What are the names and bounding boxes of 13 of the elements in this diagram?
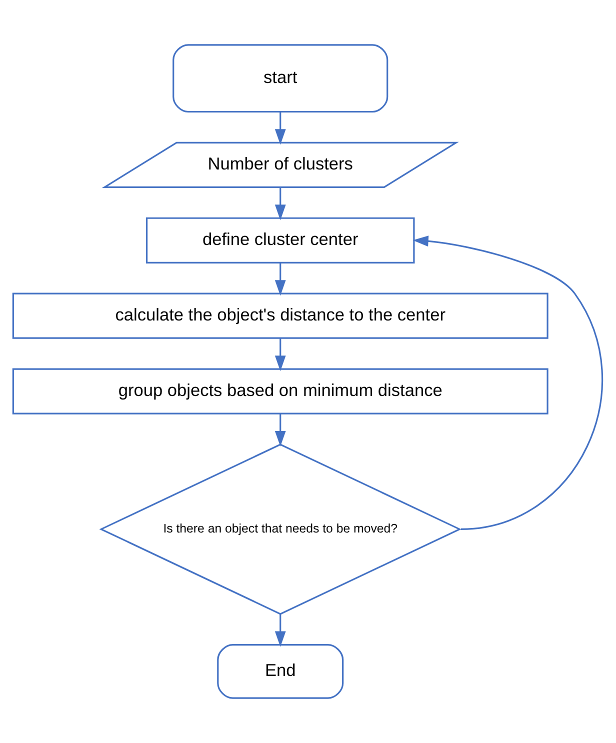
arrow [274,112,286,145]
arrow [274,414,286,447]
node-box: define cluster center [146,217,415,264]
node-box: start [172,44,388,113]
node-box: End [217,644,344,699]
arrow [274,262,286,296]
node-diamond: Is there an object that needs to be moved? [99,444,462,615]
arrow [274,614,286,647]
node-box: calculate the object's distance to the center [12,292,548,339]
arrow [274,187,286,220]
arrow [274,338,286,372]
arrow [412,236,603,530]
node-box: group objects based on minimum distance [12,368,548,414]
